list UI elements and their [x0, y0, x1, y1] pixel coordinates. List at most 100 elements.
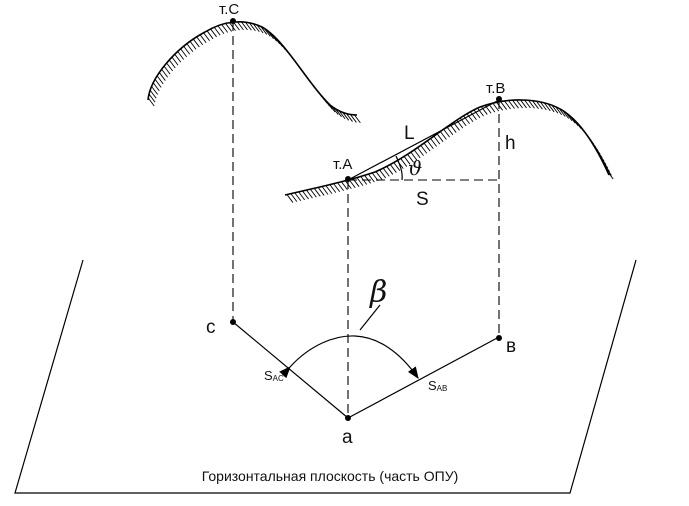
hatch-stroke	[393, 162, 401, 171]
label-tc: т.C	[219, 1, 239, 18]
label-a: a	[342, 427, 353, 448]
hatch-stroke	[213, 26, 221, 36]
hatch-stroke	[540, 101, 547, 111]
hatch-stroke	[605, 167, 612, 176]
hatch-stroke	[492, 102, 500, 112]
hatch-stroke	[309, 188, 317, 198]
hatch-stroke	[420, 145, 428, 154]
hatch-stroke	[477, 107, 484, 117]
hatch-stroke	[217, 25, 225, 35]
hatch-stroke	[389, 164, 397, 173]
hatch-stroke	[379, 169, 386, 179]
hatch-stroke	[331, 106, 339, 115]
hatch-stroke	[504, 100, 511, 110]
hatch-stroke	[148, 93, 156, 103]
hatch-stroke	[386, 166, 394, 175]
hatch-stroke	[177, 51, 185, 60]
hatch-stroke	[466, 113, 474, 122]
label-b: в	[506, 336, 516, 357]
hatch-stroke	[290, 193, 298, 202]
hatch-stroke	[151, 86, 158, 95]
hatch-stroke	[154, 79, 162, 88]
slope-line-l	[347, 99, 500, 181]
hatch-stroke	[500, 101, 507, 110]
hatch-stroke	[433, 135, 441, 145]
hatch-stroke	[210, 28, 217, 38]
hatch-stroke	[528, 100, 535, 109]
hatch-stroke	[286, 194, 294, 203]
hatch-stroke	[368, 173, 375, 183]
hatch-stroke	[256, 24, 264, 34]
hatch-stroke	[407, 154, 414, 163]
hatch-stroke	[192, 38, 200, 48]
hatch-stroke	[249, 22, 256, 32]
hatch-stroke	[221, 24, 229, 33]
hatch-stroke	[203, 32, 210, 42]
hatch-stroke	[325, 100, 333, 110]
hatch-stroke	[565, 112, 573, 121]
hatch-stroke	[270, 32, 278, 42]
hatch-stroke	[595, 149, 603, 158]
hatch-stroke	[470, 111, 477, 121]
hatch-stroke	[171, 56, 179, 66]
hatch-stroke	[298, 191, 306, 201]
hatch-stroke	[302, 190, 309, 200]
theta-arc	[395, 155, 403, 181]
hatch-stroke	[364, 175, 371, 184]
hatch-stroke	[267, 30, 274, 39]
hatch-stroke	[603, 163, 611, 172]
point-tc-dot	[230, 18, 236, 24]
hatch-stroke	[313, 188, 321, 197]
hatch-stroke	[599, 156, 607, 165]
hatch-stroke	[436, 133, 444, 143]
hatch-stroke	[273, 35, 280, 45]
hatch-stroke	[317, 187, 325, 196]
hatch-stroke	[189, 41, 197, 50]
hatch-stroke	[430, 138, 437, 147]
hatch-stroke	[440, 131, 447, 140]
hatch-stroke	[328, 103, 336, 113]
hatch-stroke	[512, 99, 519, 109]
hatch-stroke	[335, 108, 342, 118]
hatch-stroke	[403, 156, 411, 165]
hatch-stroke	[346, 113, 353, 122]
label-c: c	[206, 317, 216, 338]
hatch-stroke	[426, 140, 434, 150]
label-ta: т.A	[333, 156, 352, 173]
hatch-stroke	[263, 28, 271, 37]
hatch-stroke	[168, 59, 176, 69]
point-a-dot	[345, 415, 351, 421]
hatch-stroke	[199, 34, 207, 44]
hatch-stroke	[520, 99, 527, 109]
hatch-stroke	[480, 106, 488, 115]
hatch-stroke	[149, 89, 157, 99]
label-sac: SAC	[264, 368, 284, 383]
hatch-stroke	[166, 62, 173, 72]
hatch-stroke	[593, 145, 601, 155]
hatch-stroke	[237, 21, 244, 31]
label-sac-main: S	[264, 368, 273, 383]
hatch-stroke	[356, 177, 364, 186]
hatch-stroke	[400, 158, 408, 167]
label-sab-sub: AB	[437, 384, 448, 393]
hatch-stroke	[186, 43, 194, 53]
hatch-stroke	[508, 100, 515, 109]
hatch-stroke	[568, 114, 576, 124]
label-theta: ϑ	[408, 156, 422, 180]
hatch-stroke	[183, 45, 191, 55]
hatch-stroke	[536, 100, 543, 110]
point-ta-dot	[345, 176, 351, 182]
hatch-stroke	[342, 112, 350, 121]
hatch-stroke	[459, 117, 467, 127]
hatch-stroke	[329, 184, 337, 193]
hatch-stroke	[306, 189, 313, 199]
terrain-curve-ab	[284, 99, 610, 196]
hatch-stroke	[562, 110, 570, 119]
point-b-dot	[496, 335, 502, 341]
hatch-stroke	[325, 185, 333, 194]
hatch-stroke	[443, 128, 450, 138]
hatch-stroke	[413, 149, 421, 159]
hatch-stroke	[333, 183, 341, 192]
